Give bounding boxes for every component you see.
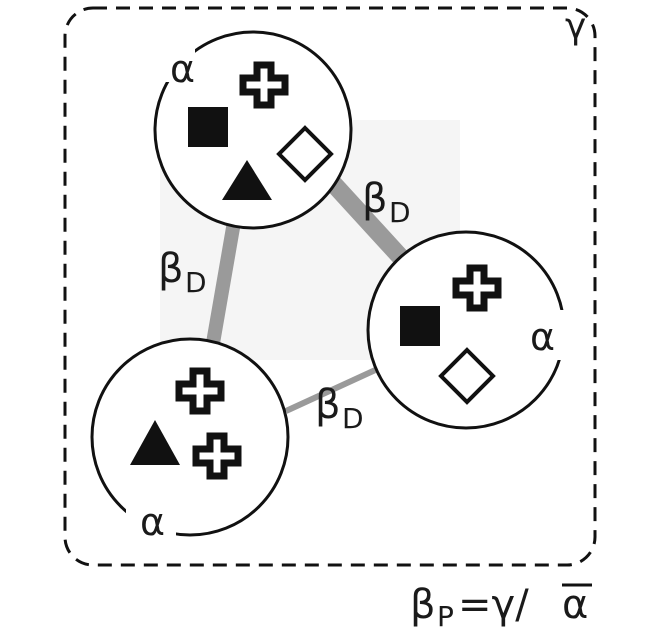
diamond-species-icon [438, 347, 496, 405]
cross-species-icon [239, 61, 289, 109]
beta-d-label-left: β D [158, 246, 207, 299]
cross-species-icon [192, 432, 242, 480]
cross-species-icon [175, 367, 225, 415]
gamma-label: γ [565, 6, 586, 47]
link-right-bottom [284, 363, 386, 414]
beta-symbol: β [158, 246, 184, 292]
triangle-species-icon [130, 420, 180, 465]
formula-beta: β [410, 582, 436, 628]
community-right: α [366, 230, 570, 430]
square-species-icon [188, 107, 228, 147]
community-circle [90, 337, 290, 537]
beta-p-formula: β P =γ/ α [410, 582, 592, 633]
triangle-species-icon [222, 160, 272, 200]
label-gap [155, 40, 195, 82]
community-bottom-left: α [90, 337, 290, 545]
formula-subscript: P [437, 600, 454, 633]
square-species-icon [400, 306, 440, 346]
alpha-label: α [530, 315, 555, 359]
formula-equals-gamma: =γ/ [458, 582, 529, 628]
community-top-left: α [153, 30, 353, 230]
beta-symbol: β [362, 176, 388, 222]
alpha-label: α [170, 47, 195, 91]
link-top-bottom [206, 220, 241, 345]
cross-species-icon [452, 264, 502, 312]
formula-alpha: α [562, 582, 588, 628]
diamond-species-icon [276, 125, 334, 183]
beta-d-label-top-right: β D [362, 176, 411, 229]
alpha-label: α [140, 500, 165, 544]
gamma-region-boundary [63, 6, 597, 567]
beta-symbol: β [315, 382, 341, 428]
beta-subscript: D [185, 266, 207, 299]
beta-d-label-bottom: β D [315, 382, 364, 435]
label-gap [528, 310, 570, 360]
label-gap [126, 500, 176, 545]
beta-subscript: D [389, 196, 411, 229]
link-top-right [323, 173, 412, 269]
beta-subscript: D [342, 402, 364, 435]
